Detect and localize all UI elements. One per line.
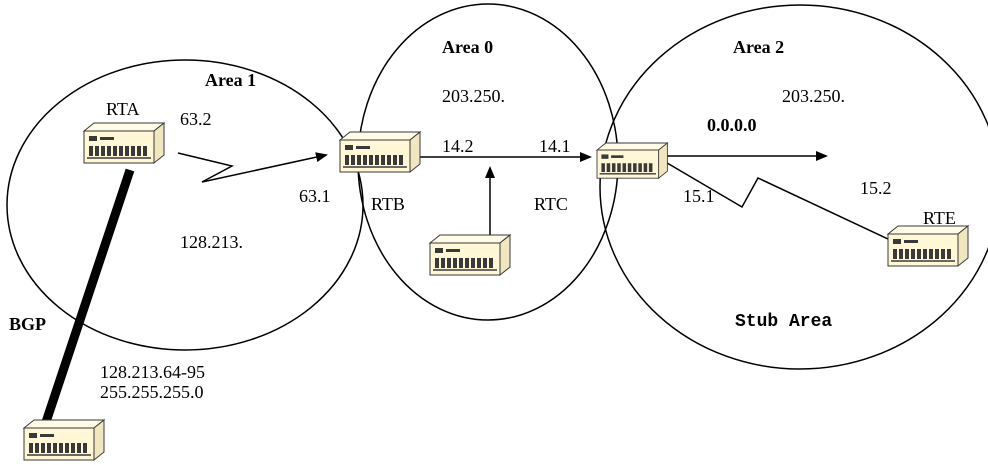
router-area0-lower-icon[interactable] — [429, 234, 511, 276]
stub-area-label: Stub Area — [735, 312, 832, 332]
area-2-network: 203.250. — [782, 86, 845, 106]
serial-link-rta-rtb — [177, 152, 328, 183]
serial-link-rtc-rte — [661, 159, 891, 241]
router-rta-label: RTA — [106, 99, 139, 119]
router-rtc-icon[interactable] — [596, 142, 669, 179]
rtb-serial-address: 63.1 — [299, 186, 331, 206]
area-2-title: Area 2 — [733, 37, 784, 57]
rte-serial-address: 15.2 — [860, 178, 892, 198]
area-0-title: Area 0 — [442, 37, 493, 57]
area-0-network: 203.250. — [442, 86, 505, 106]
router-rte-icon[interactable] — [887, 225, 969, 267]
area-1-title: Area 1 — [205, 70, 256, 90]
bgp-prefix: 128.213.64-95 — [100, 362, 205, 382]
router-rtb-label: RTB — [371, 194, 405, 214]
area-1-network: 128.213. — [180, 232, 243, 252]
rtc-ethernet-address: 14.1 — [539, 136, 571, 156]
router-rtc-label: RTC — [534, 194, 568, 214]
router-bgp-peer-icon[interactable] — [23, 419, 105, 461]
bgp-link — [40, 168, 135, 427]
router-rtb-icon[interactable] — [339, 131, 421, 173]
router-rta-icon[interactable] — [83, 122, 165, 164]
bgp-mask: 255.255.255.0 — [100, 382, 204, 402]
default-route-label: 0.0.0.0 — [707, 115, 757, 135]
router-rte-label: RTE — [923, 208, 956, 228]
rtc-serial-address: 15.1 — [683, 186, 715, 206]
rtb-ethernet-address: 14.2 — [442, 136, 474, 156]
area-2-boundary — [599, 4, 988, 370]
bgp-label: BGP — [9, 314, 46, 334]
rta-serial-address: 63.2 — [180, 109, 212, 129]
